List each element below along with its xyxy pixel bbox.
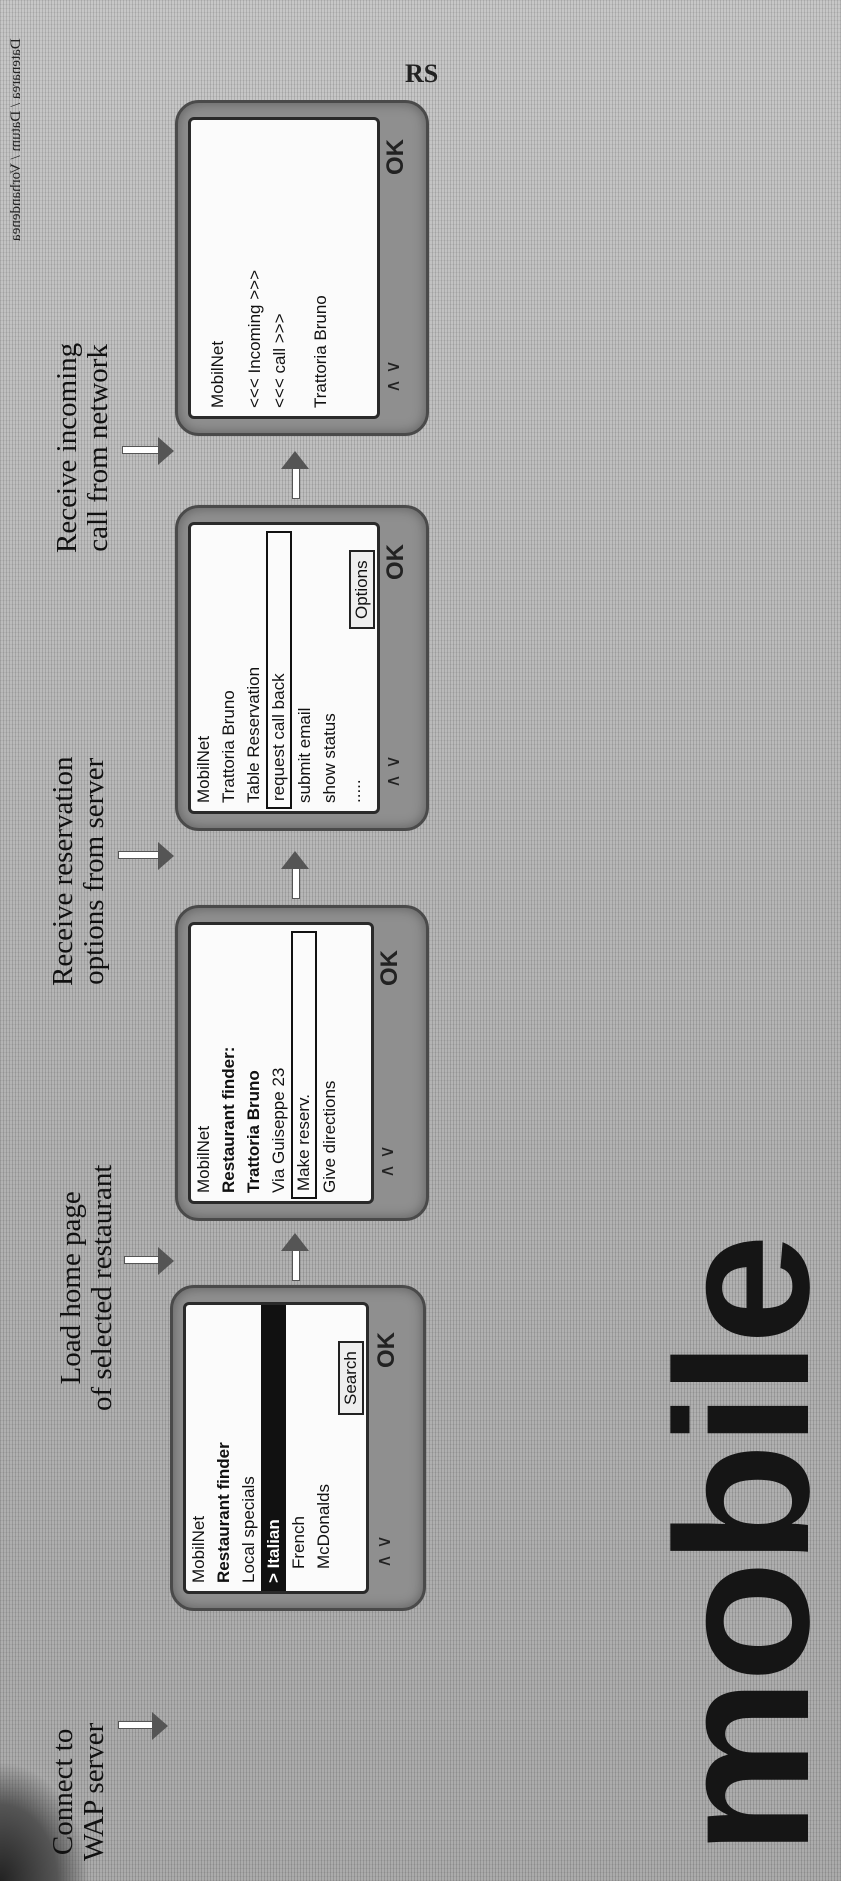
- screen1-line: MobilNet: [189, 1515, 208, 1583]
- caption-reservation-line2: options from server: [78, 757, 110, 985]
- corner-shadow: [0, 1761, 90, 1881]
- caption-reservation: Receive reservation options from server: [47, 756, 110, 986]
- caption-incoming: Receive incoming call from network: [51, 342, 114, 553]
- phone-2-screen: MobilNet Restaurant finder: Trattoria Br…: [188, 922, 374, 1204]
- phone-3-screen: MobilNet Trattoria Bruno Table Reservati…: [188, 522, 380, 814]
- screen2-line: Trattoria Bruno: [244, 1070, 263, 1193]
- phone-1-screen: MobilNet Restaurant finder Local special…: [183, 1302, 369, 1594]
- make-reservation-item[interactable]: Make reserv.: [291, 931, 317, 1199]
- call-line: <<< call >>>: [270, 313, 289, 408]
- screen2-line: MobilNet: [194, 1125, 213, 1193]
- side-note: Datenarea / Datum / Vorhandenea: [8, 38, 24, 241]
- phone-2: MobilNet Restaurant finder: Trattoria Br…: [175, 905, 429, 1221]
- screen2-line: Restaurant finder:: [219, 1046, 238, 1193]
- scroll-keys-icon[interactable]: ∧ ∨: [383, 754, 404, 788]
- caption-load-home-line1: Load home page: [55, 1191, 87, 1385]
- caption-load-home-line2: of selected restaurant: [86, 1164, 118, 1411]
- caller-name: Trattoria Bruno: [311, 295, 330, 408]
- search-softkey[interactable]: Search: [338, 1341, 364, 1415]
- phone-4: MobilNet <<< Incoming >>> <<< call >>> T…: [175, 100, 429, 436]
- ok-button[interactable]: OK: [382, 139, 409, 175]
- ok-button[interactable]: OK: [373, 1332, 400, 1368]
- screen3-line: Table Reservation: [244, 666, 263, 803]
- screen1-selected-item[interactable]: > Italian: [261, 1305, 286, 1591]
- options-softkey[interactable]: Options: [349, 550, 375, 629]
- screen1-line: Local specials: [239, 1476, 258, 1583]
- scroll-keys-icon[interactable]: ∧ ∨: [383, 359, 404, 393]
- screen1-line[interactable]: French: [289, 1516, 308, 1569]
- screen1-line[interactable]: McDonalds: [314, 1483, 333, 1569]
- scroll-keys-icon[interactable]: ∧ ∨: [377, 1144, 398, 1178]
- caption-load-home: Load home page of selected restaurant: [55, 1164, 118, 1411]
- caption-incoming-line1: Receive incoming: [51, 342, 83, 553]
- mobile-logo: mobile: [637, 1237, 841, 1856]
- screen3-line: MobilNet: [194, 735, 213, 803]
- ok-button[interactable]: OK: [376, 950, 403, 986]
- request-call-back-item[interactable]: request call back: [266, 531, 292, 809]
- ok-button[interactable]: OK: [382, 544, 409, 580]
- phone-3: MobilNet Trattoria Bruno Table Reservati…: [175, 505, 429, 831]
- caption-connect: Connect to WAP server: [47, 1722, 110, 1861]
- screen2-line: Via Guiseppe 23: [269, 1067, 288, 1193]
- caption-connect-line2: WAP server: [78, 1722, 110, 1861]
- scroll-keys-icon[interactable]: ∧ ∨: [374, 1534, 395, 1568]
- incoming-line: <<< Incoming >>>: [245, 270, 264, 408]
- caption-connect-line1: Connect to: [47, 1728, 79, 1856]
- caption-incoming-line2: call from network: [82, 344, 114, 552]
- give-directions-item[interactable]: Give directions: [320, 1080, 339, 1193]
- screen4-line: MobilNet: [208, 340, 227, 408]
- caption-reservation-line1: Receive reservation: [47, 756, 79, 986]
- screen1-line: Restaurant finder: [214, 1442, 233, 1583]
- submit-email-item[interactable]: submit email: [295, 707, 314, 803]
- phone-1: MobilNet Restaurant finder Local special…: [170, 1285, 426, 1611]
- edge-letters: RS: [405, 59, 439, 88]
- screen3-line: Trattoria Bruno: [219, 690, 238, 803]
- show-status-item[interactable]: show status: [320, 713, 339, 803]
- phone-4-screen: MobilNet <<< Incoming >>> <<< call >>> T…: [188, 117, 380, 419]
